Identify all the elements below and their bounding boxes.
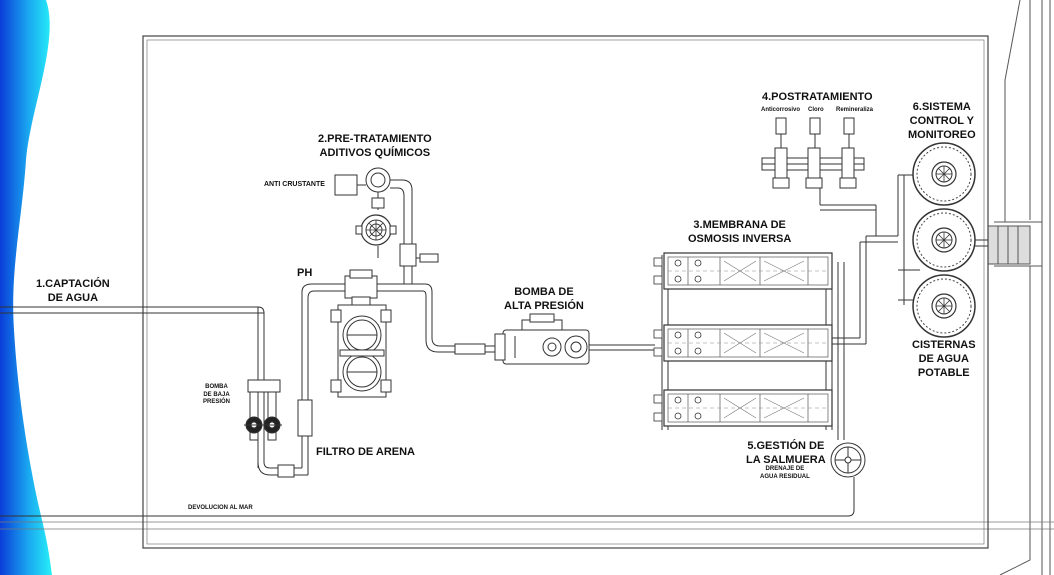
cistern-tank-2-icon bbox=[912, 208, 976, 272]
cisternas-line-1: CISTERNAS bbox=[912, 339, 976, 351]
label-captacion: 1.CAPTACIÓN DE AGUA bbox=[36, 278, 110, 306]
low-pressure-pumps bbox=[244, 379, 282, 441]
plant-boundary bbox=[142, 35, 989, 549]
bomba-alta-line-2: ALTA PRESIÓN bbox=[504, 299, 584, 312]
cisternas-line-3: POTABLE bbox=[917, 366, 970, 379]
label-cloro: Cloro bbox=[808, 107, 824, 113]
salmuera-line-2: LA SALMUERA bbox=[746, 453, 826, 466]
label-bomba-baja: BOMBA DE BAJA PRESIÓN bbox=[203, 384, 230, 407]
bomba-baja-line-3: PRESIÓN bbox=[203, 399, 231, 405]
label-devolucion: DEVOLUCION AL MAR bbox=[188, 505, 253, 511]
return-to-sea-pipe bbox=[0, 477, 855, 517]
ro-membrane-rack bbox=[653, 252, 833, 430]
captacion-line-1: 1.CAPTACIÓN bbox=[36, 278, 110, 290]
high-pressure-pump bbox=[494, 313, 590, 365]
label-cisternas: CISTERNAS DE AGUA POTABLE bbox=[912, 339, 976, 380]
label-remineraliza: Remineraliza bbox=[836, 107, 874, 113]
label-anti-crustante: ANTI CRUSTANTE bbox=[264, 181, 325, 188]
bomba-alta-line-1: BOMBA DE bbox=[514, 286, 574, 298]
brine-tank bbox=[830, 442, 866, 478]
dosing-pump-icon bbox=[360, 214, 392, 246]
pretratamiento-line-1: 2.PRE-TRATAMIENTO bbox=[318, 133, 432, 145]
drenaje-line-2: AGUA RESIDUAL bbox=[760, 473, 810, 480]
label-salmuera: 5.GESTIÓN DE LA SALMUERA bbox=[746, 440, 826, 468]
label-sistema: 6.SISTEMA CONTROL Y MONITOREO bbox=[908, 101, 976, 142]
sistema-line-2: CONTROL Y bbox=[909, 114, 975, 127]
label-drenaje: DRENAJE DE AGUA RESIDUAL bbox=[760, 466, 810, 481]
building-outline bbox=[987, 0, 1051, 575]
bomba-baja-line-2: DE BAJA bbox=[203, 391, 230, 398]
label-postratamiento: 4.POSTRATAMIENTO bbox=[762, 91, 873, 103]
label-bomba-alta: BOMBA DE ALTA PRESIÓN bbox=[504, 286, 584, 314]
cistern-tank-3-icon bbox=[912, 274, 976, 338]
label-ph: PH bbox=[297, 267, 313, 279]
sand-filter bbox=[330, 269, 392, 398]
sistema-line-3: MONITOREO bbox=[908, 128, 976, 141]
captacion-line-2: DE AGUA bbox=[47, 291, 99, 304]
label-membrana: 3.MEMBRANA DE OSMOSIS INVERSA bbox=[688, 219, 791, 247]
bomba-baja-line-1: BOMBA bbox=[205, 384, 228, 390]
salmuera-line-1: 5.GESTIÓN DE bbox=[747, 440, 825, 452]
label-pretratamiento: 2.PRE-TRATAMIENTO ADITIVOS QUÍMICOS bbox=[318, 133, 432, 161]
pretratamiento-line-2: ADITIVOS QUÍMICOS bbox=[319, 146, 431, 159]
chemical-dosing bbox=[334, 167, 413, 258]
post-treatment-dosing bbox=[761, 117, 865, 189]
membrana-line-1: 3.MEMBRANA DE bbox=[693, 219, 786, 231]
cisternas-line-2: DE AGUA bbox=[918, 352, 969, 365]
label-anticorrosivo: Anticorrosivo bbox=[761, 107, 801, 113]
cistern-tank-1-icon bbox=[912, 142, 976, 206]
membrana-line-2: OSMOSIS INVERSA bbox=[688, 232, 792, 245]
sistema-line-1: 6.SISTEMA bbox=[912, 101, 971, 113]
sea-water-strip bbox=[0, 0, 52, 575]
label-filtro-arena: FILTRO DE ARENA bbox=[316, 446, 415, 458]
drenaje-line-1: DRENAJE DE bbox=[765, 466, 805, 472]
